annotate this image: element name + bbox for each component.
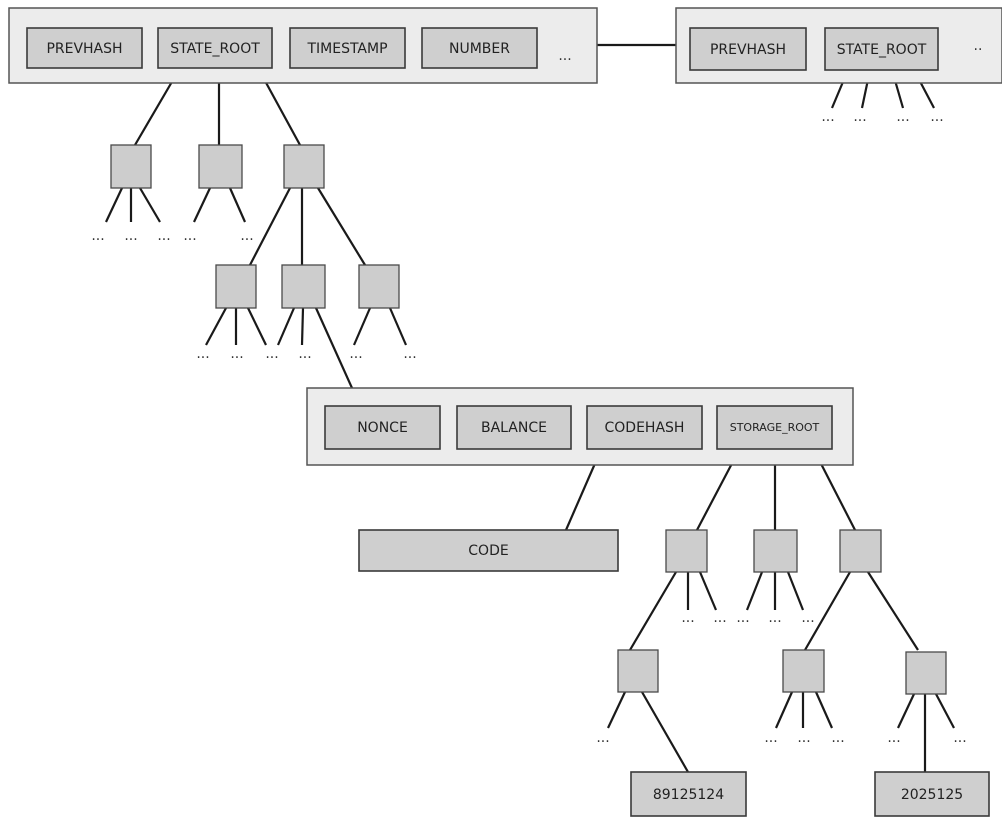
edge xyxy=(300,307,305,346)
storage-node xyxy=(782,649,825,693)
trie-node xyxy=(358,264,400,309)
ellipsis: ... xyxy=(596,730,609,746)
edge xyxy=(317,187,366,266)
block1-state-root-field xyxy=(157,27,273,69)
ellipsis: ... xyxy=(953,730,966,746)
block-header-2: PREVHASH STATE_ROOT .. xyxy=(675,7,1002,84)
trie-node xyxy=(198,144,243,189)
block2-more-ellipsis: .. xyxy=(974,38,983,54)
trie-node xyxy=(283,144,325,189)
block1-more-ellipsis: ... xyxy=(558,48,571,64)
edge xyxy=(193,187,211,223)
edge xyxy=(276,307,296,346)
state-trie xyxy=(110,144,400,309)
block2-prevhash-label: PREVHASH xyxy=(710,42,786,58)
code-box xyxy=(358,529,619,572)
ellipsis: ... xyxy=(349,346,362,362)
storage-value-box xyxy=(874,771,990,817)
ellipsis: ... xyxy=(157,228,170,244)
edge xyxy=(786,571,805,611)
ellipsis-markers: ... ... ... ... ... ... ... ... ... ... … xyxy=(91,109,966,746)
edge xyxy=(205,307,227,346)
ellipsis: ... xyxy=(821,109,834,125)
edge xyxy=(352,307,372,346)
block-header-1: PREVHASH STATE_ROOT TIMESTAMP NUMBER ... xyxy=(8,7,598,84)
ellipsis: ... xyxy=(896,109,909,125)
edge xyxy=(935,693,955,729)
account-codehash-field xyxy=(586,405,703,450)
storage-trie xyxy=(617,529,947,695)
ellipsis: ... xyxy=(831,730,844,746)
block2-prevhash-field xyxy=(689,27,807,71)
block2-state-root-label: STATE_ROOT xyxy=(837,42,927,58)
edge xyxy=(105,187,123,223)
storage-node xyxy=(665,529,708,573)
block2-state-root-field xyxy=(824,27,939,71)
ellipsis: ... xyxy=(681,610,694,626)
trie-node xyxy=(215,264,257,309)
edge xyxy=(814,691,834,729)
ellipsis: ... xyxy=(764,730,777,746)
trie-node xyxy=(110,144,152,189)
edge xyxy=(247,307,267,346)
ellipsis: ... xyxy=(91,228,104,244)
ellipsis: ... xyxy=(240,228,253,244)
account-codehash-label: CODEHASH xyxy=(605,420,685,436)
ellipsis: ... xyxy=(403,346,416,362)
edge xyxy=(867,571,919,651)
edge xyxy=(388,307,408,346)
account-record: NONCE BALANCE CODEHASH STORAGE_ROOT xyxy=(306,387,854,466)
block1-number-label: NUMBER xyxy=(449,41,510,57)
ellipsis: ... xyxy=(230,346,243,362)
trie-node xyxy=(281,264,326,309)
edge xyxy=(897,693,915,729)
account-balance-field xyxy=(456,405,572,450)
storage-value-label: 2025125 xyxy=(901,787,963,803)
ellipsis: ... xyxy=(265,346,278,362)
storage-node xyxy=(905,651,947,695)
edge xyxy=(607,691,626,729)
code-label: CODE xyxy=(468,543,508,559)
edge xyxy=(774,691,794,729)
block1-number-field xyxy=(421,27,538,69)
edge xyxy=(804,571,851,651)
ellipsis: ... xyxy=(801,610,814,626)
ellipsis: ... xyxy=(183,228,196,244)
block1-state-root-label: STATE_ROOT xyxy=(170,41,260,57)
block1-prevhash-field xyxy=(26,27,143,69)
storage-node xyxy=(753,529,798,573)
block1-timestamp-field xyxy=(289,27,406,69)
ellipsis: ... xyxy=(298,346,311,362)
ellipsis: ... xyxy=(124,228,137,244)
edge xyxy=(641,691,689,773)
storage-node xyxy=(617,649,659,693)
storage-node xyxy=(839,529,882,573)
edge xyxy=(314,307,354,389)
ellipsis: ... xyxy=(713,610,726,626)
ellipsis: ... xyxy=(196,346,209,362)
account-storage-root-field xyxy=(716,405,833,450)
ellipsis: ... xyxy=(768,610,781,626)
account-nonce-label: NONCE xyxy=(357,420,408,436)
block1-timestamp-label: TIMESTAMP xyxy=(306,41,387,57)
ellipsis: ... xyxy=(797,730,810,746)
edge xyxy=(249,187,291,266)
edge xyxy=(698,571,718,611)
block1-prevhash-label: PREVHASH xyxy=(46,41,122,57)
storage-value-box xyxy=(630,771,747,817)
edge xyxy=(629,571,677,651)
account-storage-root-label: STORAGE_ROOT xyxy=(730,421,820,434)
ellipsis: ... xyxy=(930,109,943,125)
ellipsis: ... xyxy=(887,730,900,746)
ellipsis: ... xyxy=(736,610,749,626)
edge xyxy=(139,187,161,223)
edge xyxy=(745,571,764,611)
account-balance-label: BALANCE xyxy=(481,420,547,436)
account-nonce-field xyxy=(324,405,441,450)
storage-value-label: 89125124 xyxy=(653,787,724,803)
ellipsis: ... xyxy=(853,109,866,125)
edge xyxy=(228,187,247,223)
